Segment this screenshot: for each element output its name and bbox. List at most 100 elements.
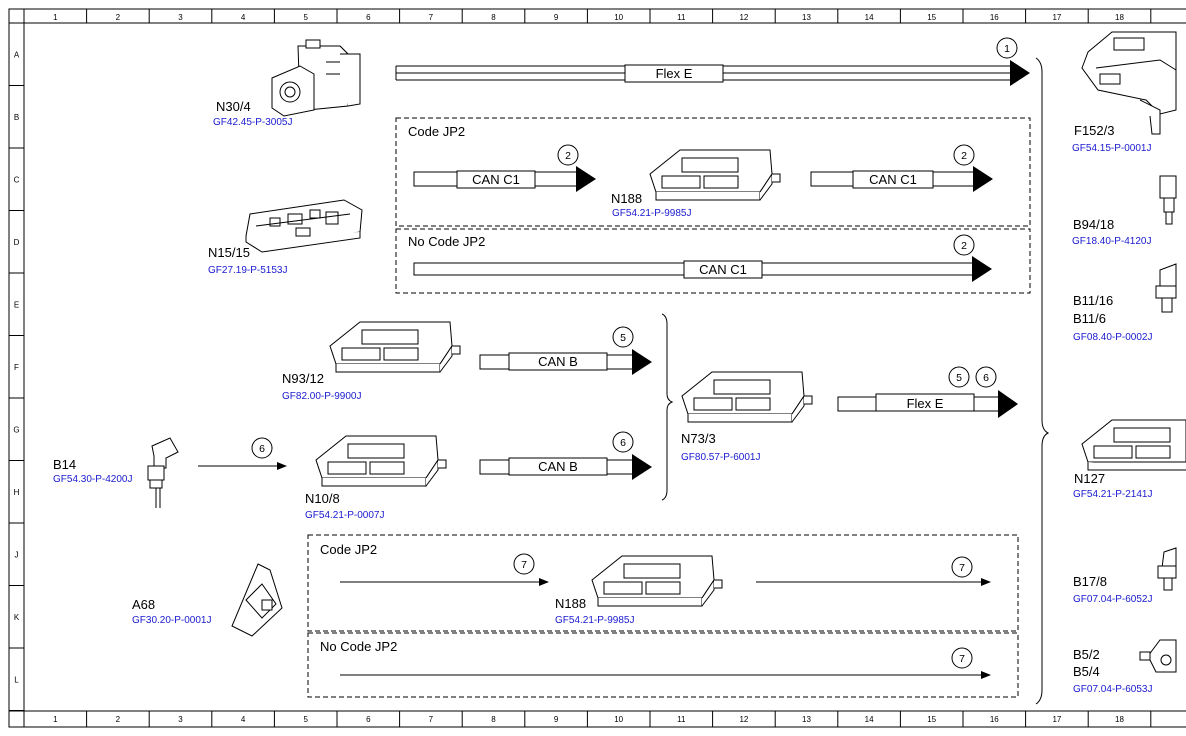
b5-4-label: B5/4 xyxy=(1073,664,1100,679)
marker-5a: 5 xyxy=(612,326,634,348)
f152-3-label: F152/3 xyxy=(1074,123,1114,138)
n188-top-ref[interactable]: GF54.21-P-9985J xyxy=(612,208,692,219)
no-code-jp2-top-group: No Code JP2 CAN C1 2 xyxy=(395,228,1031,294)
n73-3-component[interactable]: N73/3 GF80.57-P-6001J xyxy=(681,371,813,463)
n93-12-label: N93/12 xyxy=(282,371,324,386)
n10-8-label: N10/8 xyxy=(305,491,340,506)
can-c1-nocode-label: CAN C1 xyxy=(699,262,747,277)
n73-3-label: N73/3 xyxy=(681,431,716,446)
marker-2a: 2 xyxy=(557,144,579,166)
b94-18-component[interactable]: B94/18 GF18.40-P-4120J xyxy=(1072,175,1177,247)
b5-ref[interactable]: GF07.04-P-6053J xyxy=(1073,684,1153,695)
b17-8-ref[interactable]: GF07.04-P-6052J xyxy=(1073,594,1153,605)
n127-component[interactable]: N127 GF54.21-P-2141J xyxy=(1073,419,1186,500)
ruler-col-label: 12 xyxy=(739,13,748,22)
n93-12-component[interactable]: N93/12 GF82.00-P-9900J xyxy=(282,321,461,402)
svg-text:1: 1 xyxy=(1004,43,1010,55)
b11-ref[interactable]: GF08.40-P-0002J xyxy=(1073,332,1153,343)
n188-bottom-label: N188 xyxy=(555,596,586,611)
ruler-col-label: 16 xyxy=(990,715,999,724)
can-c1-left-bus: CAN C1 xyxy=(413,166,596,192)
control-unit-icon xyxy=(329,321,461,373)
n10-8-ref[interactable]: GF54.21-P-0007J xyxy=(305,510,385,521)
ruler-col-label: 11 xyxy=(677,13,686,22)
sensor-icon xyxy=(1155,263,1177,313)
b14-component[interactable]: B14 GF54.30-P-4200J xyxy=(53,437,179,508)
ruler-col-label: 18 xyxy=(1115,13,1124,22)
b17-8-component[interactable]: B17/8 GF07.04-P-6052J xyxy=(1073,547,1177,605)
ruler-row-label: K xyxy=(14,613,20,622)
ruler-col-label: 13 xyxy=(802,715,811,724)
b94-18-ref[interactable]: GF18.40-P-4120J xyxy=(1072,236,1152,247)
marker-2b: 2 xyxy=(953,144,975,166)
ruler-row-label: F xyxy=(14,363,19,372)
marker-1: 1 xyxy=(996,37,1018,59)
ruler-col-label: 5 xyxy=(303,715,308,724)
control-unit-icon xyxy=(1081,419,1186,471)
ruler-col-label: 5 xyxy=(303,13,308,22)
marker-5b: 5 xyxy=(948,366,970,388)
control-unit-icon xyxy=(591,555,723,607)
can-c1-nocode-bus: CAN C1 xyxy=(413,256,992,282)
marker-7b: 7 xyxy=(951,556,973,578)
b11-16-label: B11/16 xyxy=(1073,293,1113,308)
ruler-col-label: 10 xyxy=(614,13,623,22)
f152-3-ref[interactable]: GF54.15-P-0001J xyxy=(1072,143,1152,154)
can-c1-right-bus: CAN C1 xyxy=(810,166,993,192)
svg-text:7: 7 xyxy=(959,562,965,574)
ruler-col-label: 1 xyxy=(53,715,58,724)
ruler-col-label: 9 xyxy=(554,715,559,724)
pedal-sensor-icon xyxy=(231,563,283,637)
n10-8-component[interactable]: N10/8 GF54.21-P-0007J xyxy=(305,435,447,521)
code-jp2-bottom-label: Code JP2 xyxy=(320,542,377,557)
n188-bottom-ref[interactable]: GF54.21-P-9985J xyxy=(555,615,635,626)
n15-15-component[interactable]: N15/15 GF27.19-P-5153J xyxy=(208,199,363,276)
brace-right xyxy=(1035,57,1050,705)
circuit-board-icon xyxy=(245,199,363,253)
n188-top-component[interactable]: N188 GF54.21-P-9985J xyxy=(611,149,781,219)
a68-component[interactable]: A68 GF30.20-P-0001J xyxy=(132,563,283,637)
n188-bottom-component[interactable]: N188 GF54.21-P-9985J xyxy=(555,555,723,626)
ruler-row-label: J xyxy=(15,550,19,559)
n15-15-ref[interactable]: GF27.19-P-5153J xyxy=(208,265,288,276)
control-unit-icon xyxy=(649,149,781,201)
svg-text:7: 7 xyxy=(959,653,965,665)
b5-component[interactable]: B5/2 B5/4 GF07.04-P-6053J xyxy=(1073,639,1177,695)
ruler-row-label: C xyxy=(14,175,20,184)
ruler-col-label: 6 xyxy=(366,13,371,22)
ruler-row-label: B xyxy=(14,113,19,122)
svg-text:2: 2 xyxy=(961,240,967,252)
f152-3-component[interactable]: F152/3 GF54.15-P-0001J xyxy=(1072,31,1177,154)
b14-ref[interactable]: GF54.30-P-4200J xyxy=(53,474,133,485)
ruler-col-label: 7 xyxy=(429,13,434,22)
ruler-col-label: 2 xyxy=(116,715,121,724)
flex-e-top-bus: Flex E xyxy=(395,60,1030,86)
a68-ref[interactable]: GF30.20-P-0001J xyxy=(132,615,212,626)
ruler-frame: 1122334455667788991010111112121313141415… xyxy=(8,8,1186,728)
n30-4-ref[interactable]: GF42.45-P-3005J xyxy=(213,117,293,128)
control-unit-icon xyxy=(681,371,813,423)
svg-text:6: 6 xyxy=(983,372,989,384)
n93-12-ref[interactable]: GF82.00-P-9900J xyxy=(282,391,362,402)
can-b-upper-bus: CAN B xyxy=(479,349,652,375)
ruler-col-label: 17 xyxy=(1052,715,1061,724)
n127-ref[interactable]: GF54.21-P-2141J xyxy=(1073,489,1153,500)
marker-6c: 6 xyxy=(612,431,634,453)
control-unit-icon xyxy=(315,435,447,487)
ruler-row-label: D xyxy=(14,238,20,247)
no-code-jp2-bottom-group: No Code JP2 7 xyxy=(307,632,1019,698)
marker-6b: 6 xyxy=(975,366,997,388)
fuse-box-icon xyxy=(1081,31,1177,135)
ruler-col-label: 12 xyxy=(739,715,748,724)
n73-3-ref[interactable]: GF80.57-P-6001J xyxy=(681,452,761,463)
can-b-lower-label: CAN B xyxy=(538,459,578,474)
ruler-col-label: 18 xyxy=(1115,715,1124,724)
n30-4-component[interactable]: N30/4 GF42.45-P-3005J xyxy=(213,39,361,128)
b11-component[interactable]: B11/16 B11/6 GF08.40-P-0002J xyxy=(1073,263,1177,343)
ruler-col-label: 14 xyxy=(865,715,874,724)
b17-8-label: B17/8 xyxy=(1073,574,1107,589)
ruler-col-label: 17 xyxy=(1052,13,1061,22)
code-jp2-bottom-group: Code JP2 7 N188 GF54.21-P-9985J 7 xyxy=(307,534,1019,632)
ruler-col-label: 4 xyxy=(241,715,246,724)
